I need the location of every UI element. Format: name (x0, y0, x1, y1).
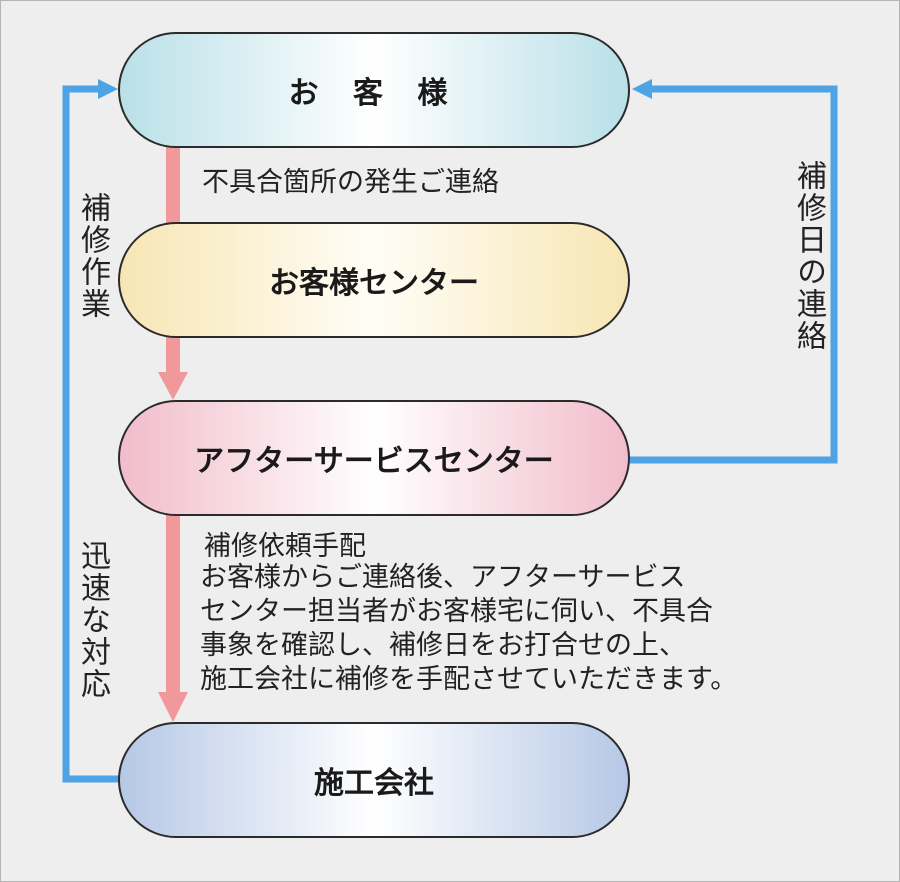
after-service-center-label: アフターサービスセンター (194, 444, 554, 479)
description-line: 施工会社に補修を手配させていただきます。 (200, 664, 738, 695)
quick-response-label: 迅速な対応 (75, 540, 110, 700)
flow-line-center-to-after (166, 336, 180, 376)
description-line: センター担当者がお客様宅に伺い、不具合 (200, 596, 713, 627)
flow-arrowhead-to-contractor (158, 692, 188, 722)
description-line: 事象を確認し、補修日をお打合せの上、 (200, 630, 686, 661)
customer-label: お 客 様 (288, 76, 460, 111)
defect-report-label: 不具合箇所の発生ご連絡 (202, 167, 499, 198)
flow-arrowhead-to-after (158, 372, 188, 400)
after-service-center-box: アフターサービスセンター (118, 400, 630, 516)
repair-work-loop-line (62, 85, 119, 783)
contractor-label: 施工会社 (314, 766, 434, 801)
customer-box: お 客 様 (118, 32, 630, 148)
description-text: お客様からご連絡後、アフターサービス センター担当者がお客様宅に伺い、不具合 事… (200, 561, 737, 697)
contractor-box: 施工会社 (118, 722, 630, 838)
repair-arrangement-label: 補修依頼手配 (204, 531, 366, 562)
flow-line-after-to-contractor (166, 514, 180, 696)
flow-line-customer-to-center (166, 146, 180, 226)
description-line: お客様からご連絡後、アフターサービス (200, 562, 686, 593)
repair-work-label: 補修作業 (75, 192, 110, 320)
repair-date-contact-label: 補修日の連絡 (791, 160, 826, 352)
customer-center-box: お客様センター (118, 222, 630, 338)
repair-date-arrowhead (632, 79, 652, 99)
customer-center-label: お客様センター (269, 266, 479, 301)
repair-date-loop-line (630, 85, 838, 464)
repair-work-arrowhead (98, 79, 118, 99)
